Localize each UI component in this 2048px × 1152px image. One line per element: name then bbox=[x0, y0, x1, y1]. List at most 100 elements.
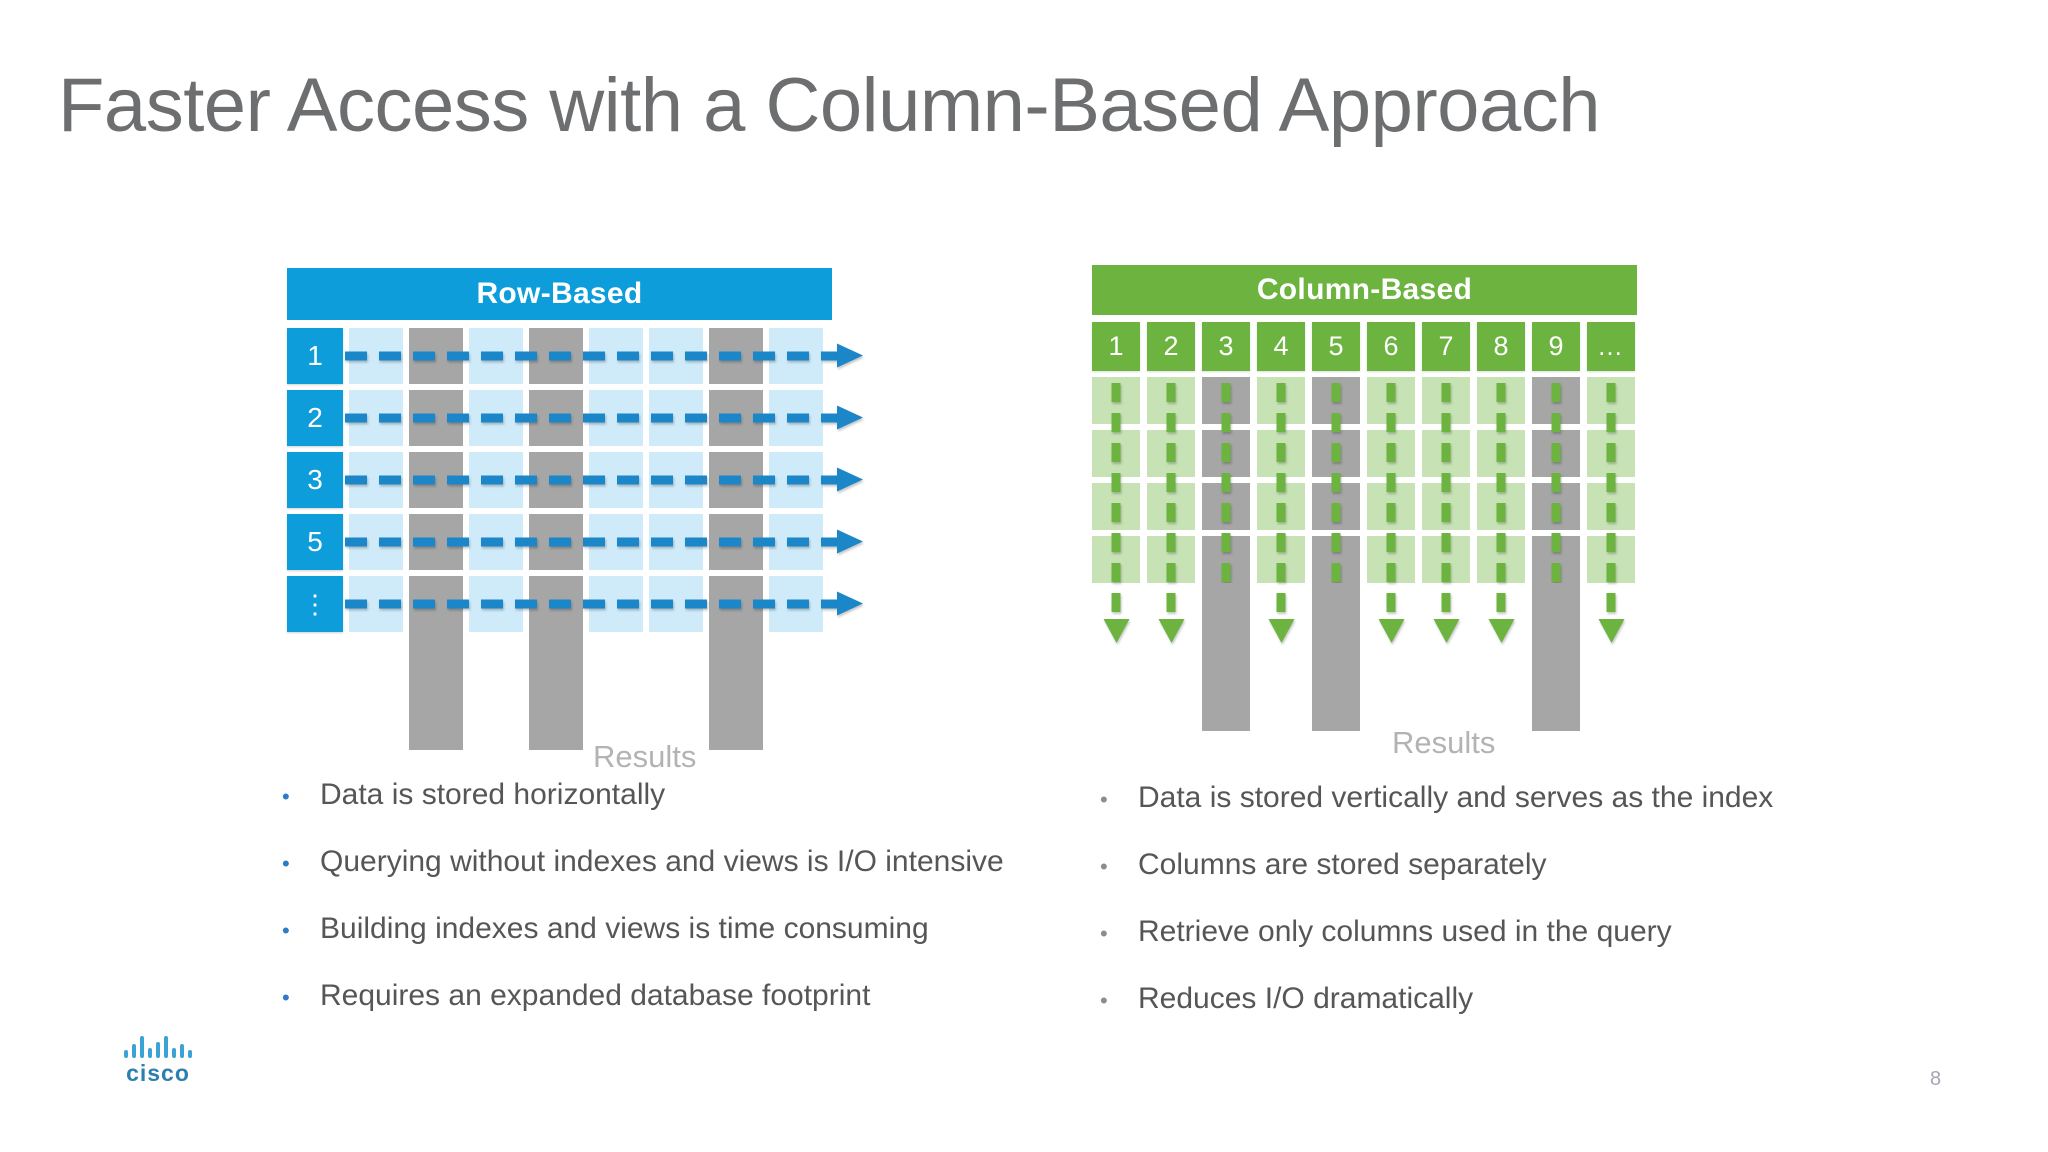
row-scan-arrowhead-icon bbox=[837, 591, 863, 616]
column-based-bullet-item: • Data is stored vertically and serves as… bbox=[1100, 781, 1773, 815]
row-based-bullet-item: •Data is stored horizontally bbox=[282, 778, 1004, 812]
row-cell-highlighted bbox=[709, 576, 763, 632]
row-based-bullet-item: • Building indexes and views is time cons… bbox=[282, 912, 1004, 946]
row-based-bullet-text: Building indexes and views is time consu… bbox=[320, 912, 929, 945]
row-cell-highlighted bbox=[529, 390, 583, 446]
row-cell bbox=[349, 452, 403, 508]
row-based-row: 3 bbox=[287, 452, 863, 508]
row-based-bullet-list: •Data is stored horizontally•Querying wi… bbox=[282, 778, 1004, 1046]
row-based-bullet-item: • Querying without indexes and views is I… bbox=[282, 845, 1004, 879]
column-cell bbox=[1257, 430, 1305, 477]
column-cell bbox=[1422, 377, 1470, 424]
cisco-bridge-icon bbox=[110, 1036, 206, 1058]
bullet-marker-icon: • bbox=[1100, 988, 1108, 1013]
row-based-row: 5 bbox=[287, 514, 863, 570]
column-stack bbox=[1202, 377, 1250, 643]
column-scan-arrowhead-icon bbox=[1598, 619, 1624, 643]
column-cell bbox=[1257, 377, 1305, 424]
column-cell-highlighted bbox=[1312, 430, 1360, 477]
column-based-bullet-text: Reduces I/O dramatically bbox=[1138, 982, 1474, 1015]
row-cell bbox=[349, 390, 403, 446]
column-cell bbox=[1477, 377, 1525, 424]
column-scan-arrowhead-icon bbox=[1378, 619, 1404, 643]
column-cell-highlighted bbox=[1202, 430, 1250, 477]
row-based-bullet-item: •Requires an expanded database footprint bbox=[282, 979, 1004, 1013]
row-based-bullet-text: Data is stored horizontally bbox=[320, 778, 666, 811]
bullet-marker-icon: • bbox=[1100, 854, 1108, 879]
column-stack bbox=[1477, 377, 1525, 643]
column-cell bbox=[1587, 536, 1635, 583]
row-cell-highlighted bbox=[709, 328, 763, 384]
row-cell bbox=[769, 576, 823, 632]
row-cell bbox=[769, 390, 823, 446]
column-cell bbox=[1257, 536, 1305, 583]
column-cell bbox=[1092, 430, 1140, 477]
row-scan-arrowhead-icon bbox=[837, 343, 863, 368]
column-stack bbox=[1532, 377, 1580, 643]
column-cell bbox=[1257, 483, 1305, 530]
column-based-result-column bbox=[1202, 583, 1250, 731]
row-label: 1 bbox=[287, 328, 343, 384]
row-cell bbox=[589, 452, 643, 508]
column-header-cell: 8 bbox=[1477, 322, 1525, 371]
column-cell bbox=[1147, 536, 1195, 583]
column-stack bbox=[1257, 377, 1305, 643]
row-based-bullet-text: Querying without indexes and views is I/… bbox=[320, 845, 1004, 878]
row-cell-highlighted bbox=[409, 576, 463, 632]
bullet-marker-icon: • bbox=[282, 851, 290, 876]
row-cell bbox=[769, 514, 823, 570]
column-cell bbox=[1477, 536, 1525, 583]
column-cell bbox=[1147, 430, 1195, 477]
column-cell bbox=[1477, 430, 1525, 477]
row-cell bbox=[469, 328, 523, 384]
cisco-wordmark: cisco bbox=[126, 1060, 190, 1086]
column-cell-highlighted bbox=[1532, 377, 1580, 424]
row-cell bbox=[589, 328, 643, 384]
row-cell-highlighted bbox=[709, 452, 763, 508]
column-based-bullet-list: • Data is stored vertically and serves as… bbox=[1100, 781, 1773, 1049]
column-cell bbox=[1147, 483, 1195, 530]
row-label: ⋮ bbox=[287, 576, 343, 632]
row-cell bbox=[469, 514, 523, 570]
row-cell bbox=[469, 390, 523, 446]
column-based-bullet-text: Data is stored vertically and serves as … bbox=[1138, 781, 1774, 814]
row-label: 2 bbox=[287, 390, 343, 446]
row-cell-highlighted bbox=[409, 514, 463, 570]
column-based-result-column bbox=[1312, 583, 1360, 731]
row-cell bbox=[469, 452, 523, 508]
bullet-marker-icon: • bbox=[282, 985, 290, 1010]
row-cell bbox=[649, 514, 703, 570]
column-scan-arrowhead-icon bbox=[1433, 619, 1459, 643]
row-cell-highlighted bbox=[529, 576, 583, 632]
column-cell bbox=[1587, 483, 1635, 530]
row-based-result-column bbox=[409, 632, 463, 750]
column-cell bbox=[1092, 536, 1140, 583]
row-cells bbox=[349, 514, 829, 570]
row-scan-arrowhead-icon bbox=[837, 467, 863, 492]
column-stack bbox=[1312, 377, 1360, 643]
row-cell bbox=[589, 514, 643, 570]
column-scan-arrowhead-icon bbox=[1268, 619, 1294, 643]
row-cell-highlighted bbox=[529, 514, 583, 570]
column-header-cell: 5 bbox=[1312, 322, 1360, 371]
column-scan-arrowhead-icon bbox=[1103, 619, 1129, 643]
row-cell bbox=[649, 576, 703, 632]
row-based-result-column bbox=[709, 632, 763, 750]
column-header-cell: 4 bbox=[1257, 322, 1305, 371]
column-cell-highlighted bbox=[1202, 377, 1250, 424]
cisco-logo: cisco bbox=[110, 1036, 206, 1087]
row-cell bbox=[769, 328, 823, 384]
column-based-bullet-text: Columns are stored separately bbox=[1138, 848, 1547, 881]
bullet-marker-icon: • bbox=[1100, 787, 1108, 812]
column-cell bbox=[1147, 377, 1195, 424]
row-cell bbox=[589, 390, 643, 446]
column-header-cell: 9 bbox=[1532, 322, 1580, 371]
column-cell-highlighted bbox=[1532, 430, 1580, 477]
row-cells bbox=[349, 390, 829, 446]
column-header-cell: 3 bbox=[1202, 322, 1250, 371]
column-header-cell: 7 bbox=[1422, 322, 1470, 371]
column-header-cell: 1 bbox=[1092, 322, 1140, 371]
bullet-marker-icon: • bbox=[282, 918, 290, 943]
row-cell-highlighted bbox=[709, 514, 763, 570]
